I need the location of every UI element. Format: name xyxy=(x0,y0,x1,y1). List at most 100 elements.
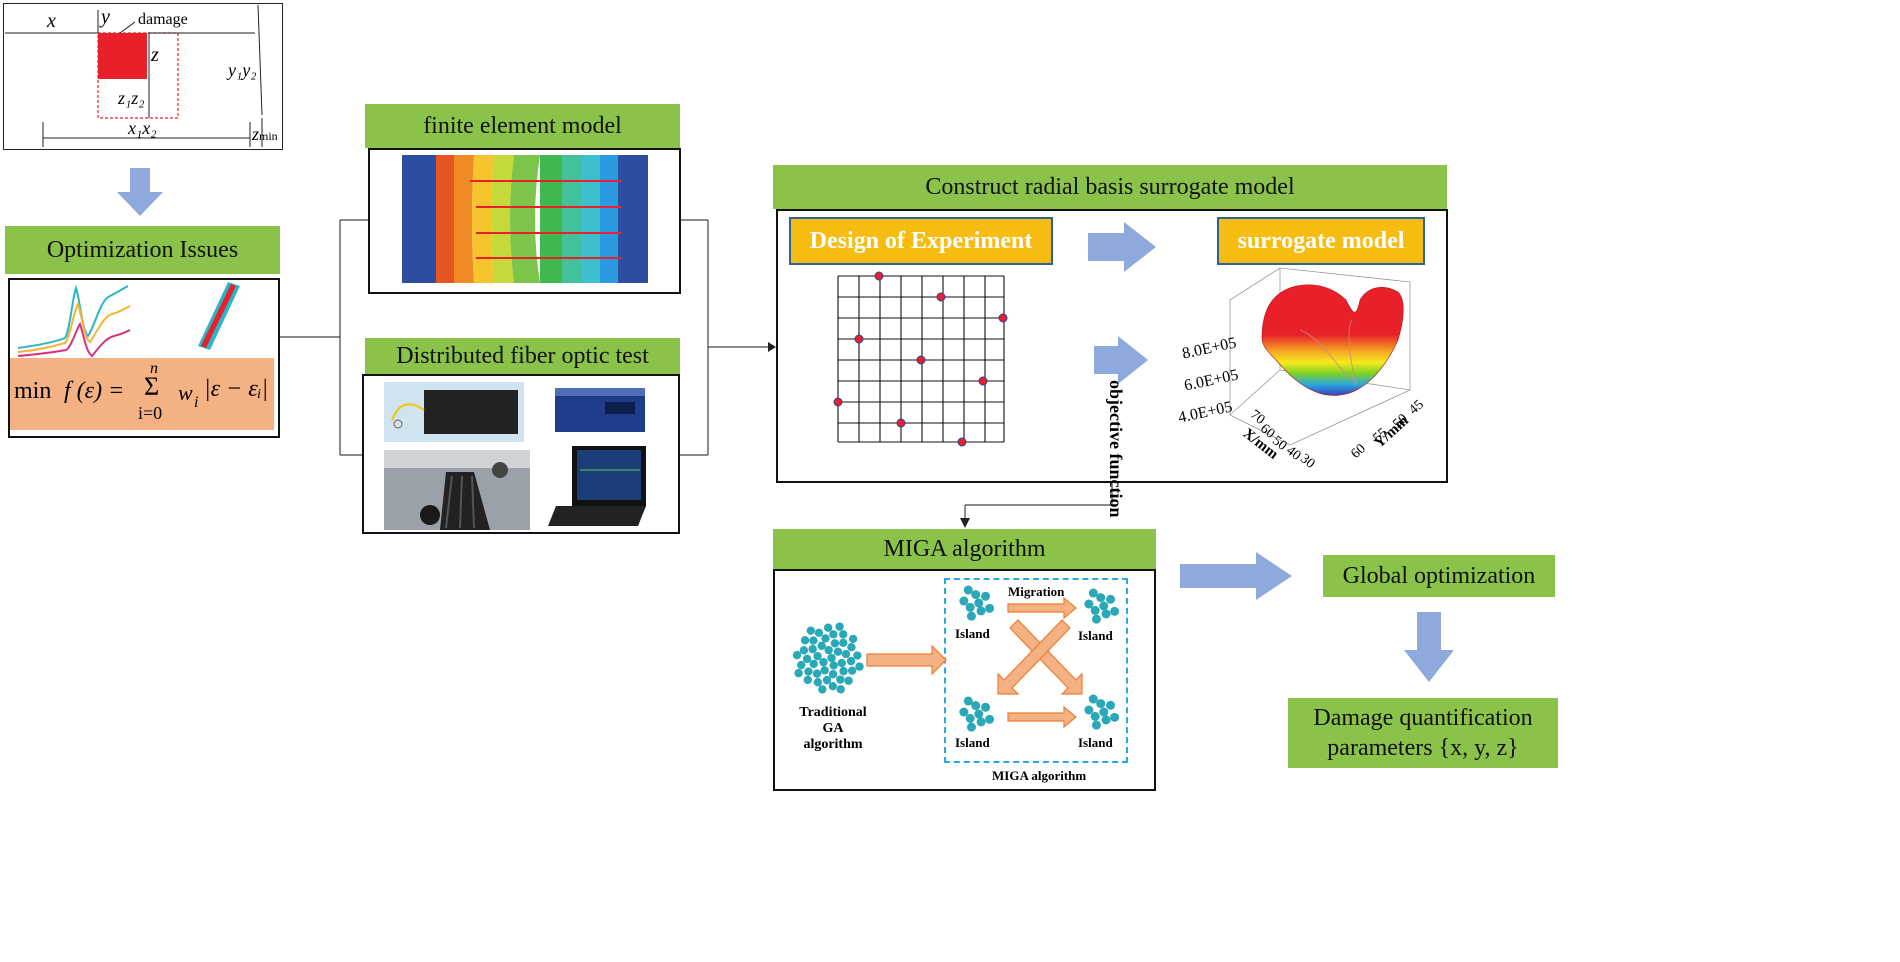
population-dot xyxy=(827,653,836,663)
population-dot xyxy=(813,678,823,687)
population-dot xyxy=(985,714,995,724)
population-dot xyxy=(829,661,838,670)
population-dot xyxy=(836,685,845,694)
population-dot xyxy=(981,591,991,601)
population-dot xyxy=(966,722,976,732)
surrogate-header: Construct radial basis surrogate model xyxy=(773,165,1447,209)
population-dot xyxy=(1110,712,1120,722)
population-dot xyxy=(828,681,838,691)
population-dot xyxy=(813,651,822,661)
population-dot xyxy=(812,669,822,678)
population-dot xyxy=(839,666,848,676)
population-dot xyxy=(836,675,845,684)
x-label: x xyxy=(47,10,56,32)
x1x2-label: x₁x₂ xyxy=(128,118,157,138)
population-dot xyxy=(965,713,975,723)
population-dot xyxy=(830,639,840,648)
population-dot xyxy=(976,606,986,616)
doe-sample-point xyxy=(916,355,926,365)
population-dot xyxy=(1090,605,1100,615)
population-dot xyxy=(818,685,827,694)
population-dot xyxy=(821,634,830,643)
doe-sample-point xyxy=(998,313,1008,323)
global-optimization-box: Global optimization xyxy=(1323,555,1555,597)
population-dot xyxy=(835,622,844,631)
population-dot xyxy=(848,634,858,644)
doe-sample-point xyxy=(854,334,864,344)
population-dot xyxy=(1101,609,1111,619)
surrogate-model-box: surrogate model xyxy=(1217,217,1425,265)
population-dot xyxy=(804,667,813,676)
population-dot xyxy=(974,598,984,608)
damage-dotted-region xyxy=(97,32,179,119)
miga-header: MIGA algorithm xyxy=(773,529,1156,569)
population-dot xyxy=(800,636,810,645)
doe-sample-point xyxy=(896,418,906,428)
population-dot xyxy=(1099,707,1109,717)
population-dot xyxy=(809,659,818,669)
formula-sigma: Σ xyxy=(144,372,160,401)
doe-sample-point xyxy=(978,376,988,386)
population-dot xyxy=(794,668,803,678)
population-dot xyxy=(1101,715,1111,725)
population-dot xyxy=(1090,711,1100,721)
formula-i0: i=0 xyxy=(138,403,163,423)
formula-min: min xyxy=(14,378,52,404)
traditional-ga-line1: Traditional GA xyxy=(799,705,867,736)
formula-n: n xyxy=(150,360,158,377)
damage-params-line1: Damage quantification xyxy=(1313,705,1533,731)
population-dot xyxy=(824,645,833,655)
population-dot xyxy=(803,675,812,685)
population-dot xyxy=(837,658,846,668)
island-2-label: Island xyxy=(1078,628,1113,643)
fem-header: finite element model xyxy=(365,104,680,148)
population-dot xyxy=(833,647,843,656)
doe-sample-point xyxy=(833,397,843,407)
doe-box: Design of Experiment xyxy=(789,217,1053,265)
population-dot xyxy=(963,585,973,595)
z1z2-label: z₁z₂ xyxy=(118,88,145,108)
population-dot xyxy=(847,666,857,675)
population-dot xyxy=(1088,588,1098,598)
damage-square xyxy=(98,33,147,79)
population-dot xyxy=(823,623,833,632)
population-dot xyxy=(799,646,809,655)
formula-abs: |ε − εᵢ| xyxy=(204,376,269,402)
population-dot xyxy=(806,626,815,635)
population-dot xyxy=(847,642,856,652)
formula-wi: i xyxy=(194,394,199,411)
doe-sample-point xyxy=(957,437,967,447)
damage-sketch xyxy=(3,3,283,150)
population-dot xyxy=(819,657,828,667)
population-dot xyxy=(1088,694,1098,704)
island-1-label: Island xyxy=(955,626,990,641)
optimization-issues-header: Optimization Issues xyxy=(5,226,280,274)
population-dot xyxy=(853,651,862,660)
population-dot xyxy=(974,709,984,719)
population-dot xyxy=(1106,594,1116,604)
population-dot xyxy=(829,630,838,639)
zmin-sub: min xyxy=(259,129,278,143)
zmin-z: z xyxy=(252,124,260,144)
population-dot xyxy=(981,702,991,712)
population-dot xyxy=(841,649,851,659)
population-dot xyxy=(1096,699,1106,709)
population-dot xyxy=(814,628,824,638)
doe-sample-point xyxy=(936,292,946,302)
population-dot xyxy=(1096,593,1106,603)
formula-box xyxy=(10,358,274,430)
fiber-header: Distributed fiber optic test xyxy=(365,338,680,374)
damage-params-box: Damage quantification parameters {x, y, … xyxy=(1288,698,1558,768)
population-dot xyxy=(839,630,848,639)
